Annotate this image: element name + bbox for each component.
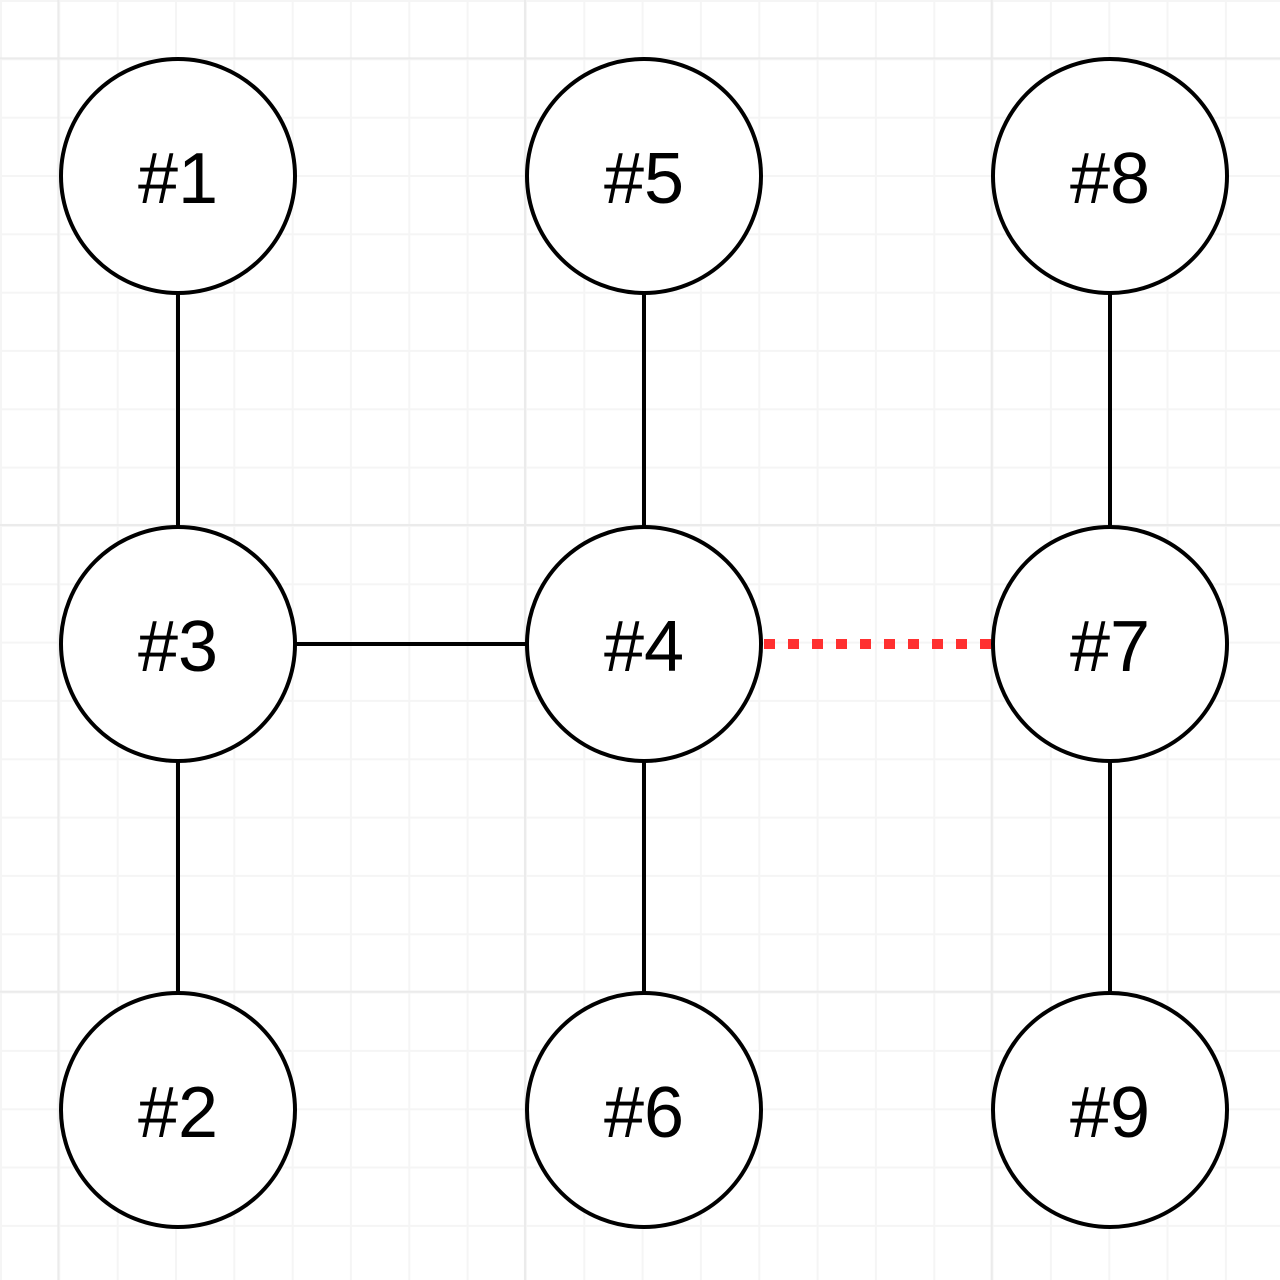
node-circle-2[interactable] bbox=[59, 991, 297, 1229]
node-1[interactable]: #1 bbox=[59, 57, 297, 295]
node-label-6: #6 bbox=[604, 1073, 684, 1153]
node-2[interactable]: #2 bbox=[59, 991, 297, 1229]
node-8[interactable]: #8 bbox=[991, 57, 1229, 295]
node-label-4: #4 bbox=[604, 607, 684, 687]
node-4[interactable]: #4 bbox=[525, 525, 763, 763]
node-label-2: #2 bbox=[138, 1073, 218, 1153]
node-label-9: #9 bbox=[1070, 1073, 1150, 1153]
node-6[interactable]: #6 bbox=[525, 991, 763, 1229]
node-label-7: #7 bbox=[1070, 607, 1150, 687]
node-circle-4[interactable] bbox=[525, 525, 763, 763]
node-label-5: #5 bbox=[604, 139, 684, 219]
node-label-1: #1 bbox=[138, 139, 218, 219]
node-label-8: #8 bbox=[1070, 139, 1150, 219]
node-circle-1[interactable] bbox=[59, 57, 297, 295]
node-7[interactable]: #7 bbox=[991, 525, 1229, 763]
node-circle-7[interactable] bbox=[991, 525, 1229, 763]
node-circle-9[interactable] bbox=[991, 991, 1229, 1229]
node-9[interactable]: #9 bbox=[991, 991, 1229, 1229]
node-label-3: #3 bbox=[138, 607, 218, 687]
nodes-layer: #1 #5 #8 #3 #4 #7 #2 #6 #9 bbox=[59, 57, 1229, 1229]
node-circle-8[interactable] bbox=[991, 57, 1229, 295]
node-circle-5[interactable] bbox=[525, 57, 763, 295]
node-circle-6[interactable] bbox=[525, 991, 763, 1229]
node-3[interactable]: #3 bbox=[59, 525, 297, 763]
node-circle-3[interactable] bbox=[59, 525, 297, 763]
node-5[interactable]: #5 bbox=[525, 57, 763, 295]
